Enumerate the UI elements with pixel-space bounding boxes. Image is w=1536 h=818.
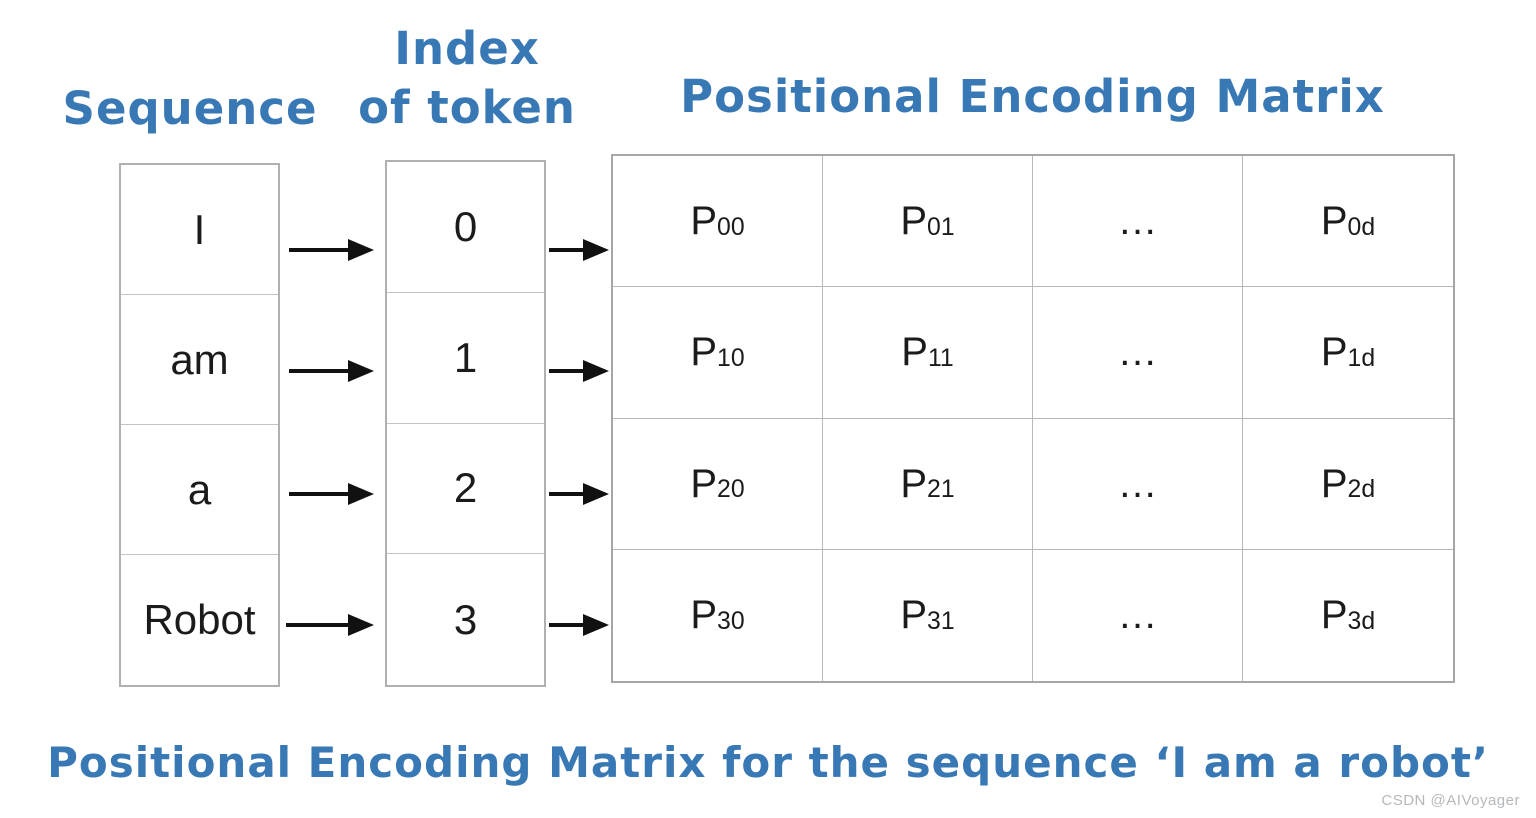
matrix-entry: P bbox=[900, 199, 928, 244]
matrix-entry: P bbox=[900, 593, 928, 638]
sequence-cell: Robot bbox=[121, 555, 278, 685]
matrix-entry: … bbox=[1117, 461, 1158, 506]
matrix-entry: … bbox=[1117, 593, 1158, 638]
matrix-entry: P bbox=[690, 461, 718, 506]
arrow-right-icon bbox=[549, 614, 609, 636]
sequence-table: I am a Robot bbox=[119, 163, 280, 687]
diagram-caption: Positional Encoding Matrix for the seque… bbox=[47, 738, 1489, 787]
matrix-entry-subscript: 10 bbox=[717, 344, 745, 372]
matrix-entry-subscript: 20 bbox=[717, 476, 745, 504]
matrix-cell: … bbox=[1033, 549, 1243, 681]
matrix-title: Positional Encoding Matrix bbox=[680, 70, 1385, 123]
index-value: 0 bbox=[453, 202, 478, 250]
sequence-cell: am bbox=[121, 295, 278, 425]
index-value: 2 bbox=[453, 464, 478, 512]
matrix-entry: P bbox=[900, 461, 928, 506]
matrix-entry: P bbox=[901, 330, 928, 375]
watermark: CSDN @AIVoyager bbox=[1381, 792, 1520, 809]
index-cell: 1 bbox=[387, 293, 544, 424]
index-cell: 2 bbox=[387, 424, 544, 555]
matrix-entry: … bbox=[1117, 330, 1158, 375]
arrow-right-icon bbox=[289, 483, 374, 505]
matrix-entry-subscript: 01 bbox=[927, 213, 955, 241]
matrix-entry: P bbox=[690, 330, 718, 375]
arrow-right-icon bbox=[549, 360, 609, 382]
arrow-right-icon bbox=[289, 360, 374, 382]
matrix-entry-subscript: 3d bbox=[1347, 607, 1376, 635]
matrix-entry: … bbox=[1117, 199, 1158, 244]
matrix-entry-subscript: 11 bbox=[927, 344, 954, 372]
matrix-entry: P bbox=[690, 593, 718, 638]
index-value: 1 bbox=[453, 333, 478, 381]
index-cell: 3 bbox=[387, 554, 544, 685]
sequence-token: I bbox=[193, 205, 206, 253]
matrix-entry-subscript: 30 bbox=[717, 607, 745, 635]
matrix-cell: … bbox=[1033, 418, 1243, 550]
index-value: 3 bbox=[453, 595, 478, 643]
index-table: 0 1 2 3 bbox=[385, 160, 546, 687]
matrix-entry: P bbox=[1320, 461, 1348, 506]
matrix-entry-subscript: 1d bbox=[1347, 344, 1376, 372]
sequence-token: a bbox=[187, 465, 212, 513]
sequence-cell: a bbox=[121, 425, 278, 555]
sequence-column-header: Sequence bbox=[62, 82, 318, 135]
index-column-header: Index of token bbox=[358, 22, 576, 134]
sequence-token: am bbox=[170, 335, 229, 383]
sequence-token: Robot bbox=[143, 596, 256, 643]
matrix-entry: P bbox=[1320, 330, 1348, 375]
matrix-entry-subscript: 00 bbox=[717, 213, 745, 241]
sequence-cell: I bbox=[121, 165, 278, 295]
arrow-right-icon bbox=[286, 614, 374, 636]
matrix-entry: P bbox=[690, 199, 718, 244]
matrix-entry: P bbox=[1320, 593, 1348, 638]
matrix-entry: P bbox=[1320, 199, 1348, 244]
arrow-right-icon bbox=[549, 483, 609, 505]
matrix-entry-subscript: 21 bbox=[927, 476, 955, 504]
matrix-entry-subscript: 0d bbox=[1347, 213, 1376, 241]
matrix-cell: … bbox=[1033, 156, 1243, 288]
arrow-right-icon bbox=[289, 239, 374, 261]
matrix-entry-subscript: 31 bbox=[927, 607, 955, 635]
matrix-cell: … bbox=[1033, 287, 1243, 419]
arrow-right-icon bbox=[549, 239, 609, 261]
index-cell: 0 bbox=[387, 162, 544, 293]
matrix-entry-subscript: 2d bbox=[1347, 476, 1376, 504]
